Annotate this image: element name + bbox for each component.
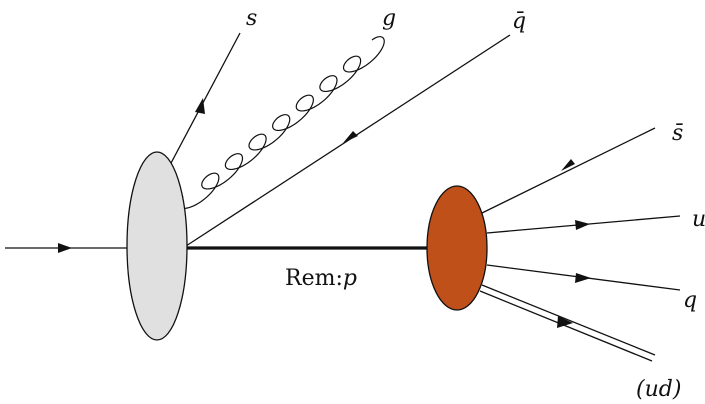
sbar-arrow	[561, 159, 575, 171]
label-remnant: Rem:p	[285, 266, 357, 291]
label-u: u	[692, 207, 705, 232]
label-diquark: (ud)	[636, 377, 681, 402]
s-quark-line	[169, 32, 241, 166]
sbar-line	[481, 127, 656, 214]
label-q: q	[683, 288, 697, 313]
diquark-arrow	[557, 316, 573, 328]
proton-blob	[126, 151, 188, 341]
s-quark-arrow	[195, 98, 205, 114]
incoming-arrow	[58, 243, 72, 253]
qbar-arrow	[343, 131, 358, 143]
remnant-blob	[426, 185, 488, 311]
label-s: s	[246, 6, 257, 31]
label-sbar: s̄	[672, 121, 683, 146]
gluon-line	[177, 36, 385, 210]
q-arrow	[575, 273, 591, 283]
label-qbar: q̄	[512, 9, 526, 34]
diquark-line-lower	[479, 290, 653, 362]
u-arrow	[575, 220, 590, 230]
diquark-line-upper	[481, 284, 656, 356]
label-g: g	[382, 6, 396, 31]
